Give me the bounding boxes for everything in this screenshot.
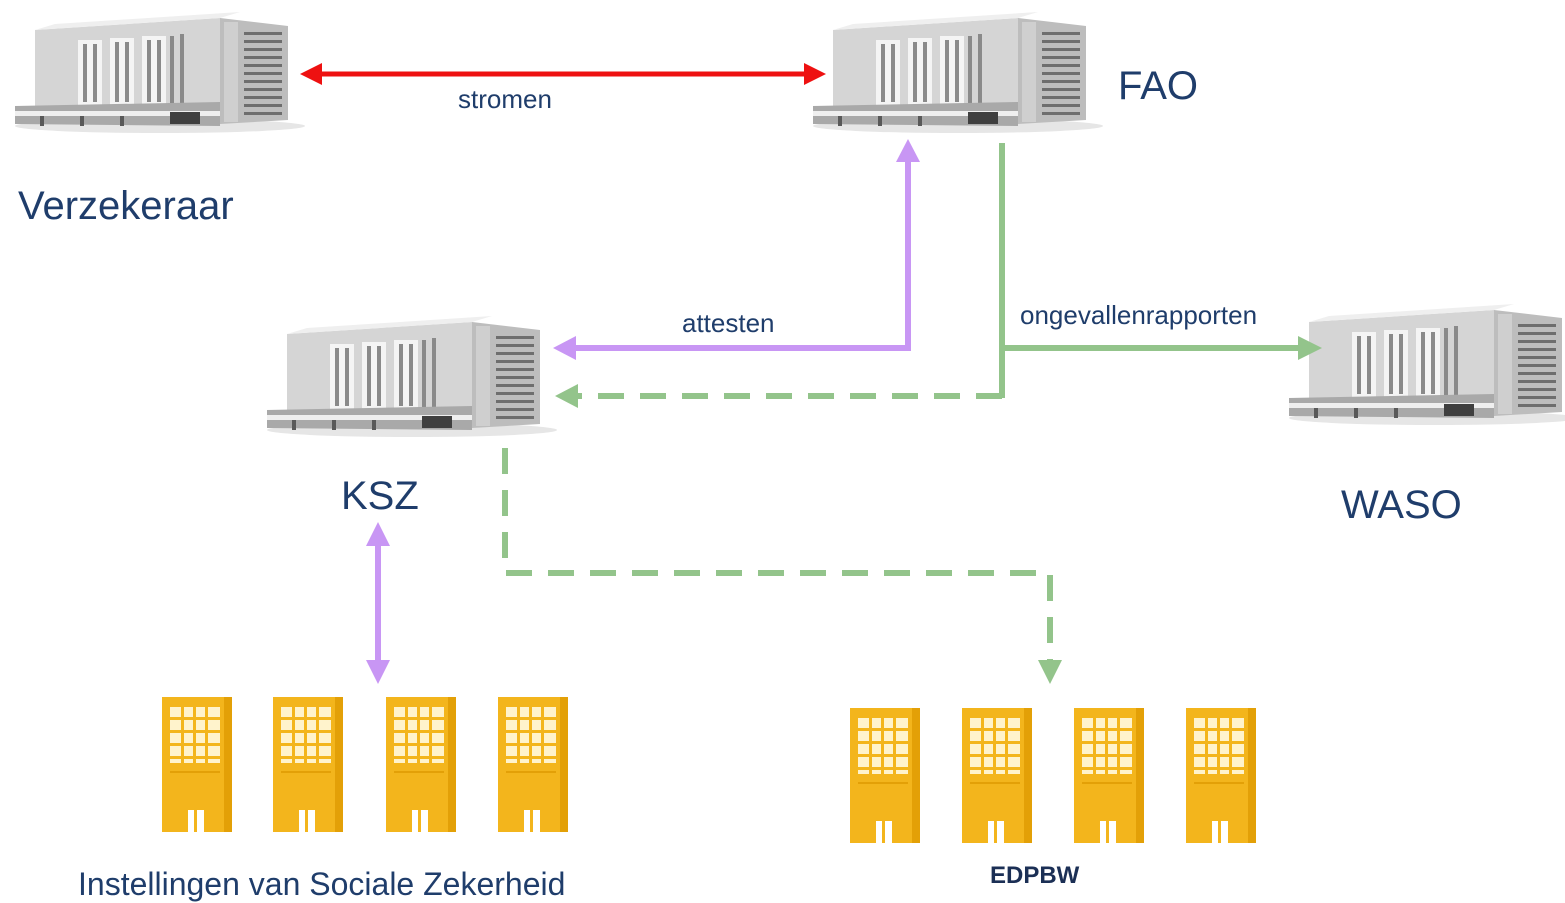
edpbw-buildings [850,708,1256,843]
edpbw-building-icon [1074,708,1144,843]
instelling-building-icon [273,697,343,832]
fao-label: FAO [1118,64,1199,108]
verzekeraar-label: Verzekeraar [18,184,234,228]
ongevallenrapporten-label: ongevallenrapporten [1020,300,1258,330]
stromen-label: stromen [458,84,552,114]
instellingen-buildings [162,697,568,832]
ongevallenrapporten-arrow [999,143,1322,398]
instelling-building-icon [386,697,456,832]
waso-label: WASO [1341,483,1462,527]
instellingen-label: Instellingen van Sociale Zekerheid [78,866,566,902]
ksz-building-icon [267,316,557,437]
verzekeraar-building-icon [15,12,305,133]
waso-building-icon [1289,304,1565,425]
instelling-building-icon [162,697,232,832]
stromen-arrow [300,63,826,85]
ksz-label: KSZ [341,474,419,518]
ksz-instellingen-arrow [366,522,390,684]
fao-building-icon [813,12,1103,133]
edpbw-building-icon [1186,708,1256,843]
attesten-label: attesten [682,308,775,338]
fao-ksz-dashed-arrow [555,384,1002,408]
ksz-edpbw-dashed-arrow [502,448,1062,684]
edpbw-building-icon [850,708,920,843]
instelling-building-icon [498,697,568,832]
attesten-arrow [553,139,920,360]
edpbw-building-icon [962,708,1032,843]
edpbw-label: EDPBW [990,862,1080,889]
